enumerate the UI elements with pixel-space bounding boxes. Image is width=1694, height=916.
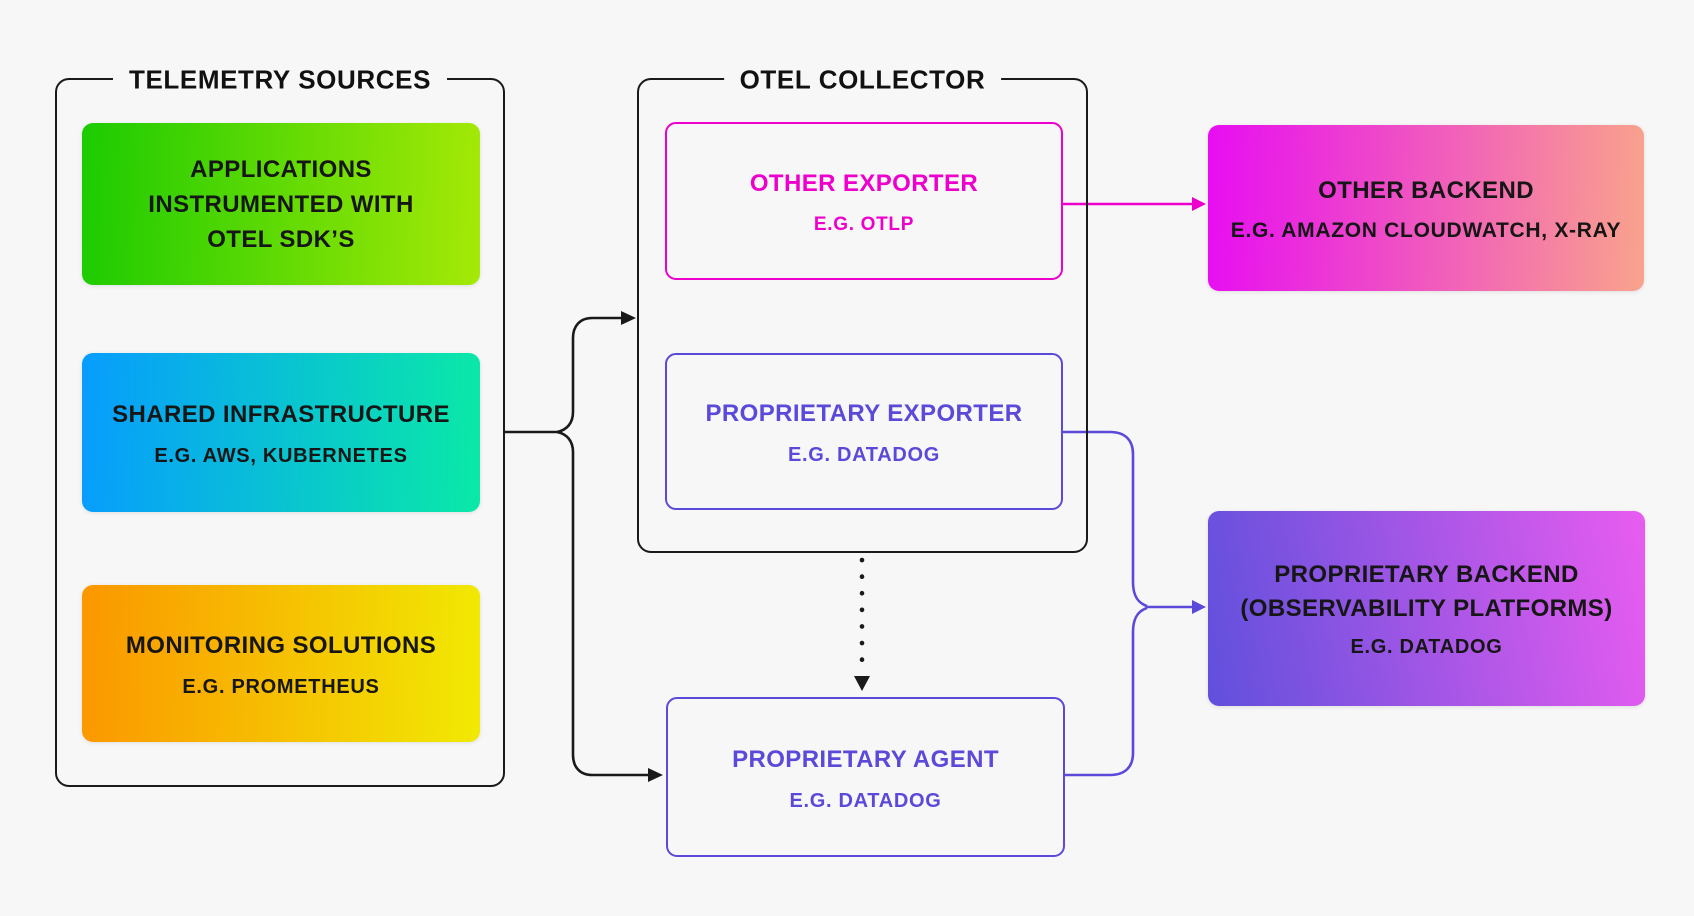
box-proprietary-backend: PROPRIETARY BACKEND (OBSERVABILITY PLATF… [1208,511,1645,706]
connector-sources-to-collector [556,316,621,434]
box-title-line: APPLICATIONS [190,155,372,183]
box-applications-otel-sdk: APPLICATIONS INSTRUMENTED WITH OTEL SDK’… [82,123,480,285]
box-proprietary-exporter: PROPRIETARY EXPORTER E.G. DATADOG [665,353,1063,510]
box-proprietary-agent: PROPRIETARY AGENT E.G. DATADOG [666,697,1065,857]
group-title-otel-collector: OTEL COLLECTOR [723,64,1002,96]
arrowhead-into-prop-backend-icon [1192,600,1206,614]
box-title-line: INSTRUMENTED WITH [148,190,414,218]
box-title: OTHER EXPORTER [749,170,979,197]
box-subtitle: E.G. DATADOG [789,789,942,812]
box-subtitle: E.G. DATADOG [1350,636,1503,658]
box-title: PROPRIETARY EXPORTER [705,400,1023,427]
group-telemetry-sources: TELEMETRY SOURCES [55,64,505,787]
connector-sources-to-agent [556,430,648,777]
arrowhead-into-agent-icon [648,768,663,782]
box-subtitle: E.G. AWS, KUBERNETES [154,445,408,467]
box-title: PROPRIETARY AGENT [732,745,999,773]
box-title-line: PROPRIETARY BACKEND [1274,561,1579,588]
box-title: SHARED INFRASTRUCTURE [112,401,450,428]
box-subtitle: E.G. AMAZON CLOUDWATCH, X-RAY [1230,219,1622,242]
box-subtitle: E.G. DATADOG [787,444,941,466]
arrowhead-into-collector-icon [621,311,636,325]
box-title: OTHER BACKEND [1318,177,1534,204]
box-shared-infrastructure: SHARED INFRASTRUCTURE E.G. AWS, KUBERNET… [82,353,480,512]
box-subtitle: E.G. PROMETHEUS [182,676,380,698]
box-other-backend: OTHER BACKEND E.G. AMAZON CLOUDWATCH, X-… [1208,125,1644,291]
group-title-telemetry-sources: TELEMETRY SOURCES [112,64,448,96]
box-title-line: (OBSERVABILITY PLATFORMS) [1240,595,1613,622]
box-other-exporter: OTHER EXPORTER E.G. OTLP [665,122,1063,280]
arrowhead-dotted-down-icon [854,676,870,691]
group-otel-collector: OTEL COLLECTOR [637,64,1088,553]
arrowhead-into-other-backend-icon [1192,197,1206,211]
box-monitoring-solutions: MONITORING SOLUTIONS E.G. PROMETHEUS [82,585,480,742]
connector-agent-to-backend [1065,606,1148,777]
box-title: MONITORING SOLUTIONS [125,632,437,659]
box-subtitle: E.G. OTLP [813,214,915,235]
box-title-line: OTEL SDK’S [207,225,355,253]
